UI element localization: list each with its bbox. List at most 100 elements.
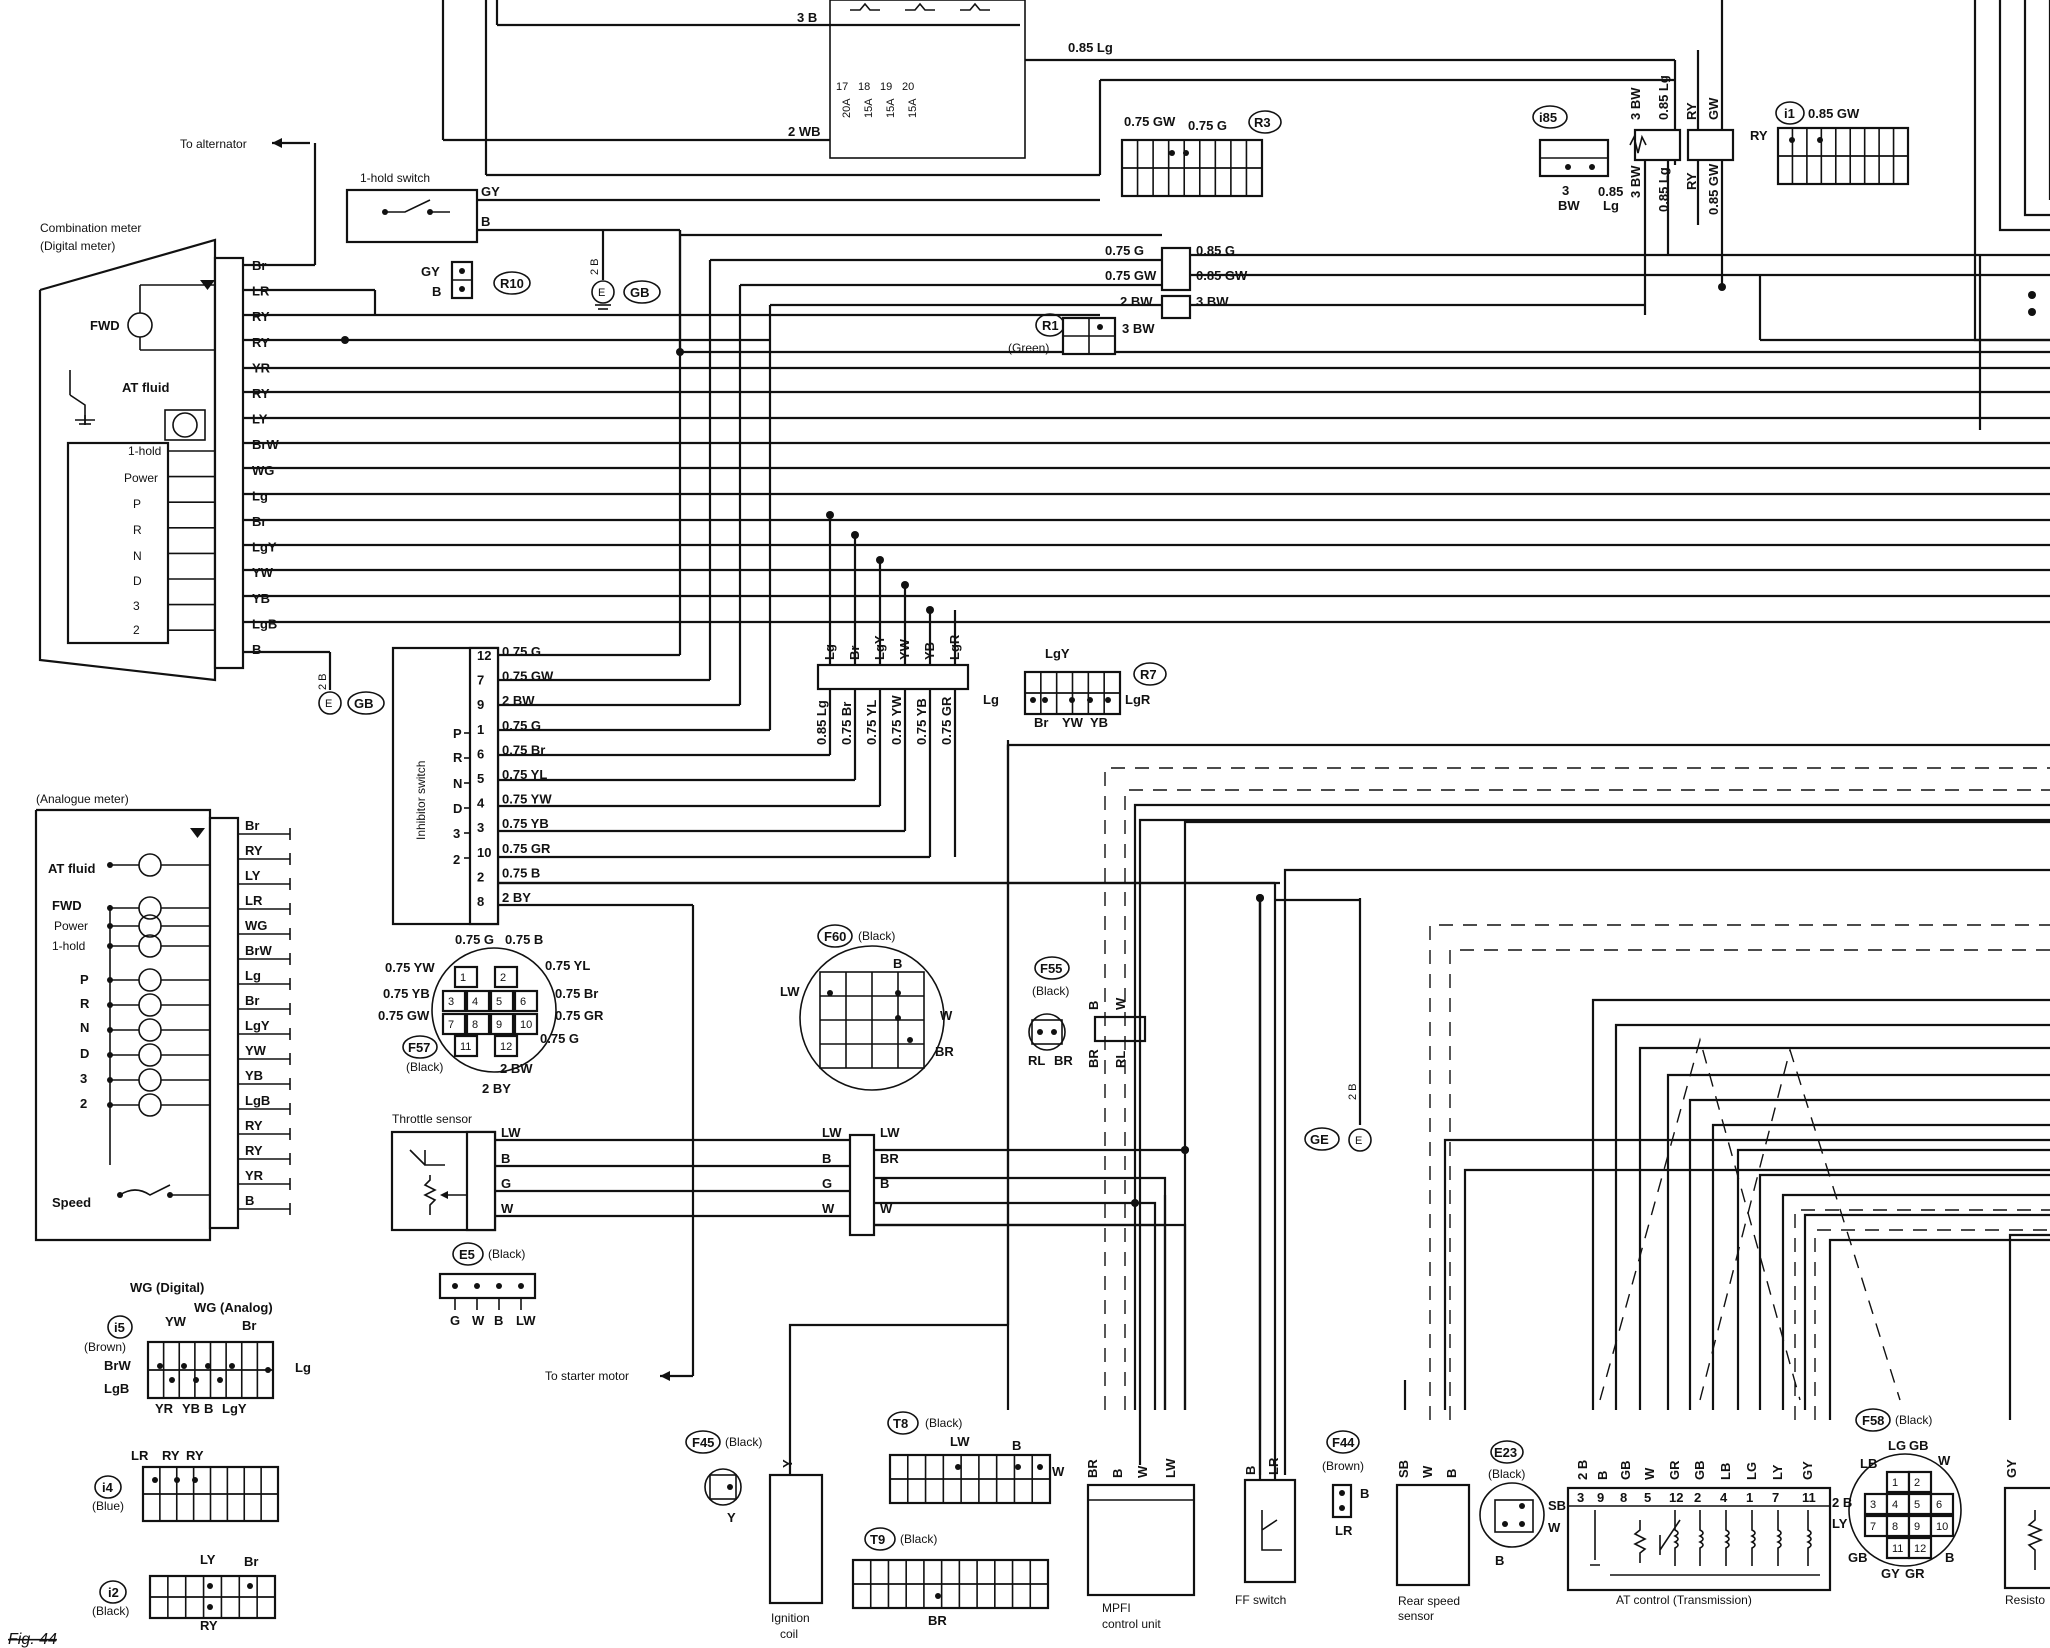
mid-joint-left-3: 2 BW	[1120, 294, 1153, 309]
analog-2: 2	[80, 1096, 87, 1111]
i1-code: i1	[1784, 106, 1795, 121]
rear-wire-b: B	[1444, 1469, 1459, 1478]
inhibitor-wire: 0.75 YL	[502, 767, 547, 782]
fuse-rating-15a-2: 15A	[885, 98, 897, 118]
f57-pin: 1	[460, 972, 466, 984]
throttle-wire-right: BR	[880, 1151, 899, 1166]
hold-switch-wire-gy: GY	[481, 184, 500, 199]
analog-fwd: FWD	[52, 898, 82, 913]
i85-code: i85	[1539, 110, 1557, 125]
digital-meter-wire: BrW	[252, 437, 279, 452]
analogue-meter-title: (Analogue meter)	[36, 792, 129, 806]
joint-bottom-wire: 0.75 YW	[889, 695, 904, 745]
at-control-pin: 4	[1720, 1490, 1728, 1505]
f58-pin: 12	[1914, 1543, 1926, 1555]
r10-code: R10	[500, 276, 524, 291]
digital-meter-wire: Lg	[252, 488, 268, 503]
at-control-wire: GB	[1618, 1461, 1633, 1481]
throttle-wire-mid: LW	[822, 1125, 842, 1140]
i2-pin-br: Br	[244, 1554, 258, 1569]
f57-pin: 7	[448, 1019, 454, 1031]
connector-t9: T9 (Black) BR	[851, 1527, 1050, 1628]
inhibitor-position: R	[453, 750, 463, 765]
analogue-meter-wire: Lg	[245, 968, 261, 983]
f57-wire-yl: 0.75 YL	[545, 958, 590, 973]
joint-bottom-wire: 0.75 YB	[914, 698, 929, 745]
digital-meter-wire: LgY	[252, 540, 277, 555]
svg-text:E: E	[598, 287, 605, 299]
e23-code: E23	[1494, 1445, 1517, 1460]
i2-code: i2	[108, 1585, 119, 1600]
i1-wire-gw: 0.85 GW	[1808, 106, 1860, 121]
inhibitor-wire: 0.75 GW	[502, 669, 554, 684]
at-control-pin: 2	[1694, 1490, 1701, 1505]
hold-switch-label: 1-hold switch	[360, 171, 430, 185]
f57-pin: 11	[460, 1041, 471, 1053]
i5-pin-yw: YW	[165, 1314, 187, 1329]
f58-pin: 10	[1936, 1521, 1948, 1533]
figure-label: Fig. 44	[8, 1631, 57, 1648]
analogue-meter-wire: BrW	[245, 943, 272, 958]
lamp-icon	[138, 1018, 162, 1042]
r10-pin-gy: GY	[421, 264, 440, 279]
resistor-wire-gy: GY	[2004, 1459, 2019, 1478]
i85-wire-gw-top: GW	[1706, 97, 1721, 120]
at-control-pin: 3	[1577, 1490, 1584, 1505]
f58-pin: 9	[1914, 1521, 1920, 1533]
digital-row-d: D	[133, 574, 142, 588]
f60-pin-lw: LW	[780, 984, 800, 999]
throttle-wire: B	[501, 1151, 510, 1166]
mid-joint-left-2: 0.75 GW	[1105, 268, 1157, 283]
t9-pin-br: BR	[928, 1613, 947, 1628]
connector-i4: LR RY RY i4 (Blue)	[92, 1448, 280, 1523]
joint-top-wire: YW	[897, 638, 912, 660]
throttle-wire: W	[501, 1201, 514, 1216]
svg-text:E: E	[325, 698, 332, 710]
inhibitor-pin: 10	[477, 845, 491, 860]
inhibitor-position: 3	[453, 826, 460, 841]
f58-wire-gb-low: GB	[1848, 1550, 1868, 1565]
i5-pin-yr: YR	[155, 1401, 174, 1416]
svg-text:E: E	[1355, 1135, 1362, 1147]
f58-pin: 3	[1870, 1499, 1876, 1511]
r7-pin-lgr: LgR	[1125, 692, 1151, 707]
joint-bottom-wire: 0.75 Br	[839, 702, 854, 745]
digital-meter-subtitle: (Digital meter)	[40, 239, 115, 253]
r3-code: R3	[1254, 115, 1271, 130]
f57-wire-g-bot: 0.75 G	[540, 1031, 579, 1046]
f58-wire-gb: GB	[1909, 1438, 1929, 1453]
digital-meter-wire: YW	[252, 565, 274, 580]
f57-wire-gw: 0.75 GW	[378, 1008, 430, 1023]
inhibitor-position: D	[453, 801, 462, 816]
resistor: GY Resisto	[2003, 1459, 2050, 1607]
inhibitor-pin: 4	[477, 796, 485, 811]
throttle-wire-right: LW	[880, 1125, 900, 1140]
inhibitor-wire: 0.75 G	[502, 644, 541, 659]
inhibitor-wire: 0.75 B	[502, 865, 540, 880]
inhibitor-pin: 3	[477, 820, 484, 835]
e5-color: (Black)	[488, 1247, 525, 1261]
i5-code: i5	[114, 1320, 125, 1335]
analog-speed: Speed	[52, 1195, 91, 1210]
ignition-label-1: Ignition	[771, 1611, 810, 1625]
i5-pin-brw: BrW	[104, 1358, 131, 1373]
f60-pin-w: W	[940, 1008, 953, 1023]
i85-wire-3bw-bot: 3 BW	[1628, 165, 1643, 198]
at-control-pin: 7	[1772, 1490, 1779, 1505]
mid-joint-right-2: 0.85 GW	[1196, 268, 1248, 283]
ignition-wire-y: Y	[780, 1459, 795, 1468]
fuse-17-20: 17 18 19 20 20A 15A 15A 15A	[836, 2, 990, 118]
fuse-17: 17	[836, 81, 848, 93]
f58-wire-2b: 2 B	[1832, 1495, 1852, 1510]
ground-gb-lower: 2 B E GB	[243, 650, 385, 715]
e23-color: (Black)	[1488, 1467, 1525, 1481]
mpfi-control-unit: BR B W LW MPFI control unit	[1085, 1458, 1196, 1631]
ff-switch: B LR FF switch	[1235, 1457, 1297, 1607]
f60-pin-br: BR	[935, 1044, 954, 1059]
f60-color: (Black)	[858, 929, 895, 943]
t8-pin-lw: LW	[950, 1434, 970, 1449]
ground-gb-wire: 2 B	[589, 258, 601, 275]
at-control-wire: 2 B	[1575, 1460, 1590, 1480]
